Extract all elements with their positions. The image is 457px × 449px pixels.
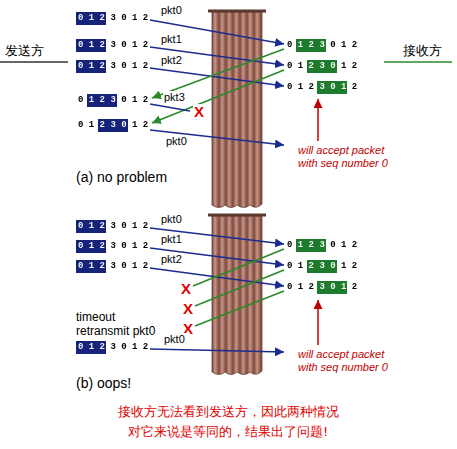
caption: 接收方无法看到发送方，因此两种情况 对它来说是等同的，结果出了问题! <box>114 402 342 442</box>
party-label: 发送方 <box>5 42 44 60</box>
sequence-window: 0 1 2 3 0 1 2 <box>78 61 148 72</box>
packet-label: pkt1 <box>160 33 183 46</box>
sequence-window: 0 1 2 3 0 1 2 <box>78 13 148 24</box>
data-arrow <box>150 68 284 86</box>
loss-mark: X <box>180 281 192 297</box>
data-arrow <box>150 349 284 352</box>
subfigure-label: (a) no problem <box>76 168 167 186</box>
packet-label: pkt3 <box>163 91 186 104</box>
receiver-line <box>384 61 452 63</box>
pointer-arrow <box>317 300 319 345</box>
sequence-window: 0 1 2 3 0 1 2 <box>287 61 357 72</box>
lost-ack <box>193 249 284 286</box>
subfigure-label: (b) oops! <box>76 374 131 392</box>
sequence-window: 0 1 2 3 0 1 2 <box>287 82 357 93</box>
sequence-window: 0 1 2 3 0 1 2 <box>287 40 357 51</box>
sequence-window: 0 1 2 3 0 1 2 <box>78 261 148 272</box>
packet-label: pkt2 <box>160 54 183 67</box>
sequence-window: 0 1 2 3 0 1 2 <box>78 241 148 252</box>
packet-label: pkt0 <box>165 135 188 148</box>
loss-mark: X <box>193 104 205 120</box>
packet-label: pkt0 <box>163 333 186 346</box>
note-text: will accept packet with seq number 0 <box>298 144 402 170</box>
sequence-window: 0 1 2 3 0 1 2 <box>78 221 148 232</box>
lost-arrow <box>150 104 190 111</box>
sequence-window: 0 1 2 3 0 1 2 <box>287 261 357 272</box>
loss-mark: X <box>182 301 194 317</box>
sender-line <box>0 61 68 63</box>
packet-label: pkt2 <box>160 253 183 266</box>
packet-label: pkt0 <box>160 213 183 226</box>
sequence-window: 0 1 2 3 0 1 2 <box>287 240 357 251</box>
party-label: 接收方 <box>403 42 442 60</box>
sequence-window: 0 1 2 3 0 1 2 <box>78 342 148 353</box>
note-text: will accept packet with seq number 0 <box>298 348 402 374</box>
packet-label: pkt0 <box>160 4 183 17</box>
curtain <box>208 11 266 208</box>
sequence-window: 0 1 2 3 0 1 2 <box>78 120 148 131</box>
lost-ack <box>195 270 284 306</box>
event-label: timeout retransmit pkt0 <box>76 310 162 338</box>
sequence-window: 0 1 2 3 0 1 2 <box>78 95 148 106</box>
packet-label: pkt1 <box>160 233 183 246</box>
sequence-window: 0 1 2 3 0 1 2 <box>78 40 148 51</box>
lost-ack <box>195 291 284 326</box>
ack-arrow <box>152 70 284 123</box>
pointer-arrow <box>317 99 319 141</box>
sequence-window: 0 1 2 3 0 1 2 <box>287 282 357 293</box>
